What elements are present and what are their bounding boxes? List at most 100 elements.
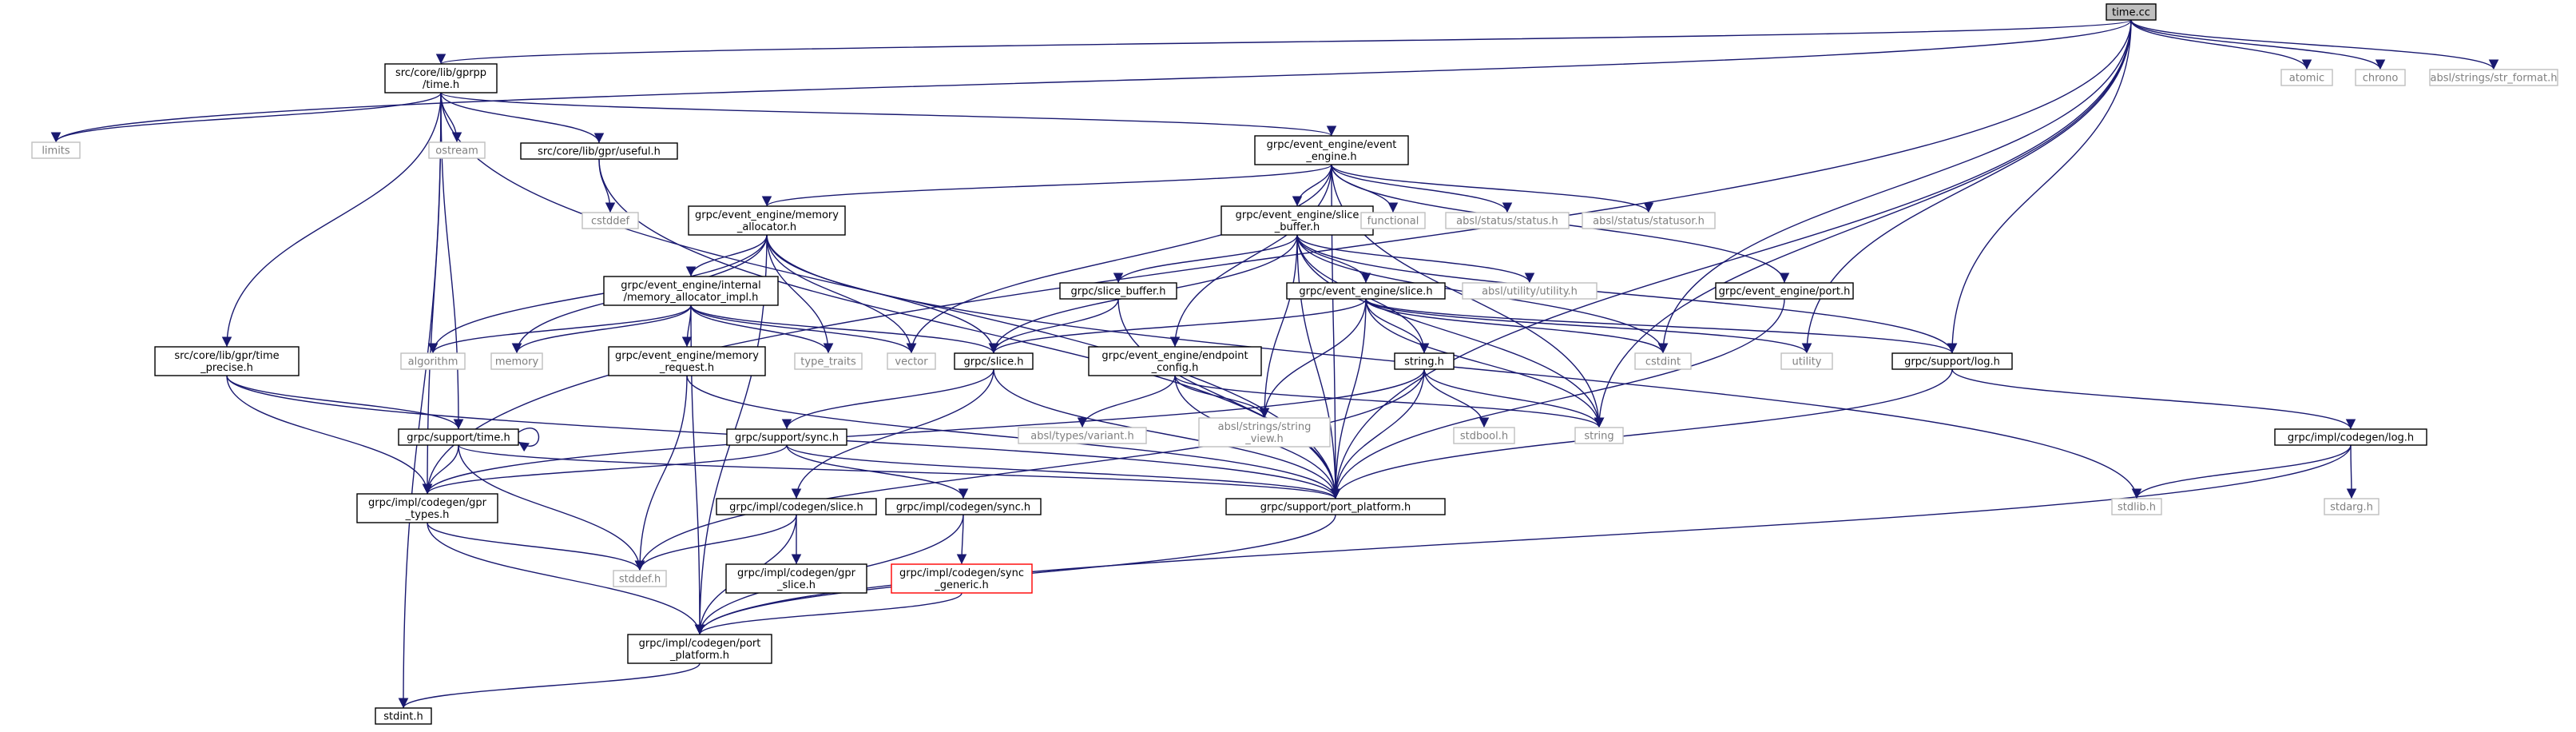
node-label: grpc/event_engine/internal: [621, 280, 761, 292]
node-box: [725, 563, 867, 594]
node-label: atomic: [2289, 73, 2324, 85]
node-mem-alloc[interactable]: grpc/event_engine/memory_allocator.h: [688, 205, 846, 236]
node-stdint[interactable]: stdint.h: [375, 707, 432, 725]
edge-slice_buffer_ee-to-slice_buffer_h: [1113, 234, 1298, 284]
node-type-traits: type_traits: [794, 352, 863, 370]
node-useful[interactable]: src/core/lib/gpr/useful.h: [520, 142, 678, 160]
node-atomic: atomic: [2280, 69, 2333, 86]
node-stdarg: stdarg.h: [2324, 498, 2380, 515]
node-box: [885, 498, 1042, 515]
node-codegen-log[interactable]: grpc/impl/codegen/log.h: [2274, 428, 2427, 446]
node-box: [356, 493, 498, 523]
node-slice-buffer-h[interactable]: grpc/slice_buffer.h: [1059, 282, 1177, 300]
node-label: algorithm: [408, 356, 458, 368]
edge-support_log-to-port_platform: [1330, 368, 1953, 499]
node-mem-alloc-impl[interactable]: grpc/event_engine/internal/memory_alloca…: [603, 276, 779, 306]
node-label: time.cc: [2112, 7, 2150, 19]
node-label: limits: [42, 145, 70, 157]
node-box: [688, 205, 846, 236]
node-box: [1582, 212, 1716, 229]
node-ostream: ostream: [428, 141, 486, 159]
node-box: [2106, 3, 2157, 21]
edge-support_time-to-support_time: [518, 428, 540, 452]
node-ee-slice[interactable]: grpc/event_engine/slice.h: [1286, 282, 1446, 300]
node-box: [1198, 417, 1331, 448]
edge-support_sync-to-gpr_types: [422, 444, 788, 495]
edge-support_time-to-stddef: [458, 444, 645, 571]
node-label: absl/types/variant.h: [1030, 431, 1133, 443]
node-box: [400, 352, 466, 370]
node-box: [1286, 282, 1446, 300]
node-label: grpc/impl/codegen/slice.h: [729, 502, 863, 514]
node-label: grpc/event_engine/slice: [1236, 209, 1359, 221]
node-label: _slice.h: [776, 579, 816, 591]
node-label: absl/status/status.h: [1456, 216, 1558, 228]
edge-time_cc-to-string: [1594, 19, 2132, 428]
node-label: type_traits: [800, 356, 856, 368]
edge-slice_buffer_ee-to-support_log: [1296, 234, 1958, 354]
node-vector: vector: [887, 352, 936, 370]
edge-ee_engine-to-mem_alloc: [762, 164, 1332, 207]
node-mem-request[interactable]: grpc/event_engine/memory_request.h: [608, 346, 766, 376]
edge-useful-to-cstddef: [598, 158, 616, 213]
node-slice-buffer-ee[interactable]: grpc/event_engine/slice_buffer.h: [1221, 205, 1374, 236]
node-box: [954, 352, 1034, 370]
edge-mem_alloc_impl-to-memory: [511, 304, 692, 354]
node-gprpp-time[interactable]: src/core/lib/gprpp/time.h: [384, 63, 498, 93]
edge-mem_alloc-to-algorithm: [427, 234, 768, 354]
node-port-platform[interactable]: grpc/support/port_platform.h: [1225, 498, 1446, 515]
edge-codegen_log-to-codegen_port: [694, 444, 2352, 635]
node-support-sync[interactable]: grpc/support/sync.h: [726, 428, 847, 446]
edge-slice_buffer_ee-to-utility_h: [1296, 234, 1535, 284]
node-string-view: absl/strings/string_view.h: [1198, 417, 1331, 448]
node-statusor: absl/status/statusor.h: [1582, 212, 1716, 229]
node-label: stdarg.h: [2330, 502, 2373, 514]
node-codegen-sync[interactable]: grpc/impl/codegen/sync.h: [885, 498, 1042, 515]
edge-time_cc-to-utility: [1801, 19, 2132, 354]
node-slice-h[interactable]: grpc/slice.h: [954, 352, 1034, 370]
edge-support_sync-to-codegen_sync: [786, 444, 969, 499]
node-utility-h: absl/utility/utility.h: [1462, 282, 1598, 300]
node-label: grpc/event_engine/event: [1267, 139, 1397, 151]
node-label: /memory_allocator_impl.h: [624, 292, 759, 304]
node-label: absl/utility/utility.h: [1482, 286, 1578, 298]
edge-ee_engine-to-endpoint: [1169, 164, 1332, 348]
node-endpoint[interactable]: grpc/event_engine/endpoint_config.h: [1088, 346, 1262, 376]
node-label: ostream: [435, 145, 478, 157]
node-ee-engine[interactable]: grpc/event_engine/event_engine.h: [1254, 135, 1409, 165]
node-label: functional: [1367, 216, 1419, 228]
node-gpr-types[interactable]: grpc/impl/codegen/gpr_types.h: [356, 493, 498, 523]
edge-gpr_types-to-stddef: [427, 522, 645, 571]
node-box: [1574, 427, 1624, 444]
node-functional: functional: [1360, 212, 1426, 229]
node-codegen-slice[interactable]: grpc/impl/codegen/slice.h: [716, 498, 877, 515]
edge-time_cc-to-str_format: [2130, 19, 2499, 70]
node-codegen-port[interactable]: grpc/impl/codegen/port_platform.h: [627, 634, 772, 664]
node-label: chrono: [2363, 73, 2399, 85]
edge-gprpp_time-to-stdint: [398, 92, 442, 709]
node-box: [2111, 498, 2162, 515]
node-support-log[interactable]: grpc/support/log.h: [1891, 352, 2013, 370]
node-label: grpc/slice.h: [964, 356, 1024, 368]
edge-string_h-to-string: [1423, 368, 1605, 428]
node-label: grpc/event_engine/memory: [695, 209, 839, 221]
edge-time_cc-to-cstdint: [1657, 19, 2132, 354]
edge-mem_alloc_impl-to-type_traits: [690, 304, 834, 354]
node-gpr-slice[interactable]: grpc/impl/codegen/gpr_slice.h: [725, 563, 867, 594]
node-box: [2355, 69, 2406, 86]
node-label: grpc/event_engine/endpoint: [1101, 350, 1248, 362]
node-cstdint: cstdint: [1634, 352, 1692, 370]
node-box: [384, 63, 498, 93]
node-sync-generic[interactable]: grpc/impl/codegen/sync_generic.h: [891, 563, 1033, 594]
node-string: string: [1574, 427, 1624, 444]
node-ee-port[interactable]: grpc/event_engine/port.h: [1715, 282, 1854, 300]
node-string-h[interactable]: string.h: [1394, 352, 1455, 370]
node-box: [726, 428, 847, 446]
node-support-time[interactable]: grpc/support/time.h: [398, 428, 519, 446]
node-label: _request.h: [659, 362, 714, 374]
edge-support_time-to-port_platform: [458, 444, 1340, 499]
node-time-precise[interactable]: src/core/lib/gpr/time_precise.h: [154, 346, 300, 376]
node-box: [1018, 427, 1147, 444]
node-time-cc[interactable]: time.cc: [2106, 3, 2157, 21]
edge-gprpp_time-to-ee_engine: [440, 92, 1336, 137]
